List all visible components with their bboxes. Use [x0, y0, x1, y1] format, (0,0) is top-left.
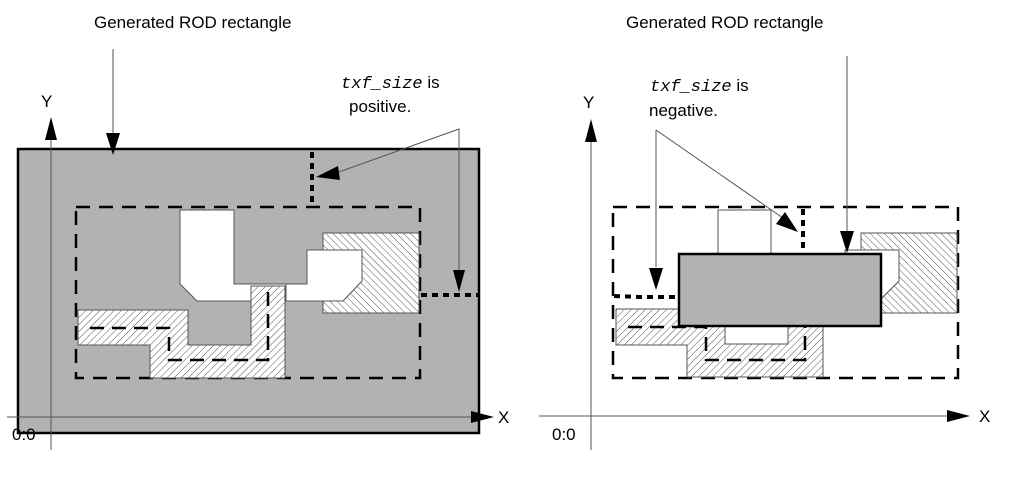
- left-y-axis-arrow-icon: [45, 117, 57, 140]
- left-title-arrow-icon: [106, 133, 120, 155]
- right-note-line1: txf_size is: [650, 76, 749, 97]
- left-inner-dashed-path: [90, 290, 270, 362]
- left-note-is: is: [423, 73, 440, 92]
- right-rod-rectangle: [677, 252, 883, 328]
- left-note-arrow-top-icon: [316, 166, 340, 180]
- right-note-line2: negative.: [649, 101, 718, 120]
- right-title-arrow-icon: [840, 231, 854, 253]
- right-white-shape-bottom: [724, 325, 789, 345]
- left-x-label: X: [498, 408, 509, 427]
- right-x-axis-arrow-icon: [947, 410, 970, 422]
- left-note-line2: positive.: [349, 97, 411, 116]
- right-note-arrow-top-icon: [776, 212, 798, 232]
- right-dashed-boundary: [611, 205, 960, 380]
- left-note-code: txf_size: [341, 75, 423, 94]
- left-origin-label: 0:0: [12, 425, 36, 444]
- right-origin-label: 0:0: [552, 425, 576, 444]
- right-panel: Generated ROD rectangle Y X 0:0 txf_size: [539, 13, 990, 450]
- right-note-code: txf_size: [650, 78, 732, 97]
- left-y-label: Y: [41, 92, 52, 111]
- left-note-arrow-right-icon: [453, 270, 465, 292]
- right-white-shape-top: [717, 209, 772, 259]
- left-note-line1: txf_size is: [341, 73, 440, 94]
- left-hatched-path: [77, 285, 286, 379]
- left-panel: Generated ROD rectangle Y X 0:0 txf_size…: [7, 13, 509, 450]
- right-txf-dotted-left: [613, 294, 676, 299]
- right-note-arrow-left-icon: [649, 268, 663, 290]
- right-note-is: is: [732, 76, 749, 95]
- left-title: Generated ROD rectangle: [94, 13, 292, 32]
- left-dashed-boundary: [74, 205, 422, 380]
- left-white-notch: [285, 249, 363, 302]
- right-title: Generated ROD rectangle: [626, 13, 824, 32]
- right-y-axis-arrow-icon: [585, 119, 597, 142]
- right-y-label: Y: [583, 93, 594, 112]
- right-note-leader-diagonal: [655, 129, 784, 219]
- left-note-leader: [338, 128, 460, 270]
- right-x-label: X: [979, 407, 990, 426]
- left-x-axis-arrow-icon: [471, 411, 494, 423]
